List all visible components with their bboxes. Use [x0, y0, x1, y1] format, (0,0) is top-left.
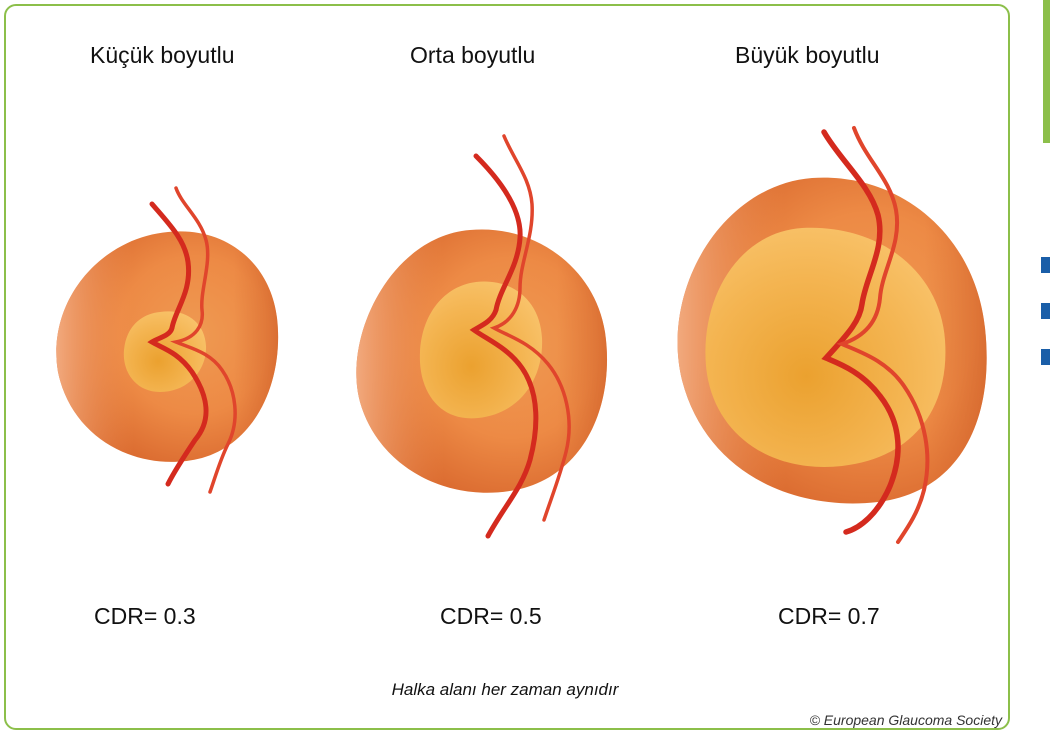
- optic-disc-large: [678, 128, 987, 542]
- cdr-label-small: CDR= 0.3: [94, 603, 196, 630]
- cdr-label-large: CDR= 0.7: [778, 603, 880, 630]
- optic-disc-small: [56, 188, 278, 492]
- side-marker: [1041, 349, 1050, 365]
- copyright-notice: © European Glaucoma Society: [810, 712, 1002, 728]
- side-marker: [1041, 303, 1050, 319]
- cdr-label-medium: CDR= 0.5: [440, 603, 542, 630]
- side-marker: [1041, 257, 1050, 273]
- optic-disc-medium: [356, 136, 607, 536]
- figure-caption: Halka alanı her zaman aynıdır: [0, 680, 1010, 700]
- side-accent-bar: [1043, 0, 1050, 143]
